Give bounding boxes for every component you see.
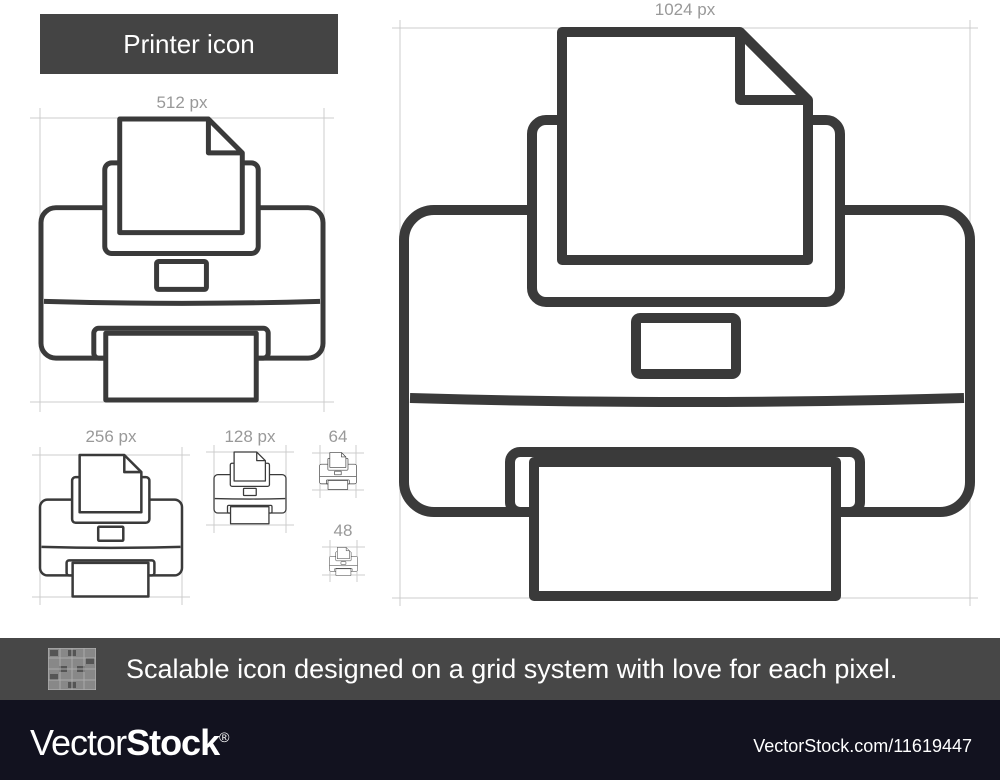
printer-icon-48 <box>329 547 358 576</box>
size-label-256: 256 px <box>85 427 137 446</box>
size-label-512: 512 px <box>156 93 208 112</box>
logo-bold: Stock <box>126 722 220 763</box>
size-label-48: 48 <box>333 521 353 540</box>
logo-light: Vector <box>30 722 127 763</box>
size-label-128: 128 px <box>224 427 276 446</box>
banner-text: Scalable icon designed on a grid system … <box>126 654 898 684</box>
title-box: Printer icon <box>40 14 338 74</box>
vectorstock-logo[interactable]: VectorStock® <box>30 722 229 764</box>
printer-icon-512 <box>37 115 327 405</box>
logo-mark: ® <box>219 729 229 745</box>
printer-icon-1024 <box>396 24 978 606</box>
size-label-1024: 1024 px <box>654 0 716 19</box>
banner <box>0 638 1000 700</box>
printer-icon-256 <box>38 453 184 599</box>
printer-icon-64 <box>319 452 357 490</box>
size-label-64: 64 <box>328 427 348 446</box>
printer-icon-128 <box>213 451 287 525</box>
image-reference: VectorStock.com/11619447 <box>753 736 972 756</box>
title: Printer icon <box>123 28 255 59</box>
grid-icon <box>48 648 96 690</box>
footer <box>0 700 1000 780</box>
